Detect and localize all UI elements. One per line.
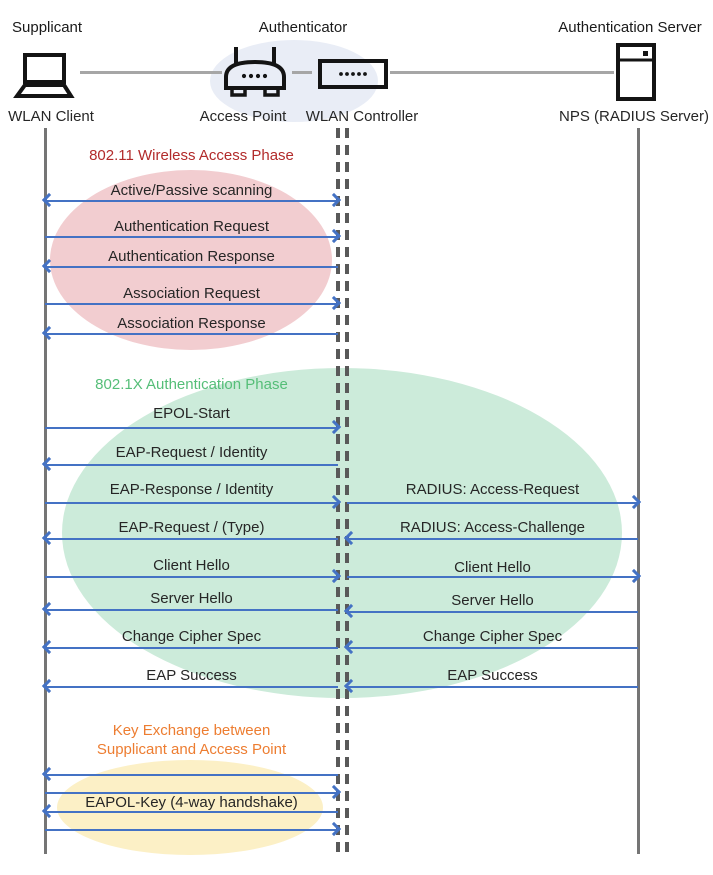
lifeline-wlan-controller-right: [345, 128, 349, 854]
connector-client-ap: [80, 71, 222, 74]
label-wlan-client: WLAN Client: [8, 108, 94, 125]
access-point-icon: [222, 44, 288, 111]
message-arrow-right: [45, 303, 338, 305]
message-arrow-right: [45, 502, 338, 504]
message-label: EPOL-Start: [153, 405, 230, 422]
label-access-point: Access Point: [199, 108, 287, 125]
message-arrow-right: [45, 236, 338, 238]
message-label: EAP Success: [447, 667, 538, 684]
message-arrow-left: [45, 686, 338, 688]
message-arrow-right: [347, 576, 638, 578]
label-nps-radius-server: NPS (RADIUS Server): [558, 108, 710, 125]
message-arrow-left: [347, 647, 638, 649]
message-arrow-right: [45, 427, 338, 429]
message-arrow-left: [45, 647, 338, 649]
message-arrow-left: [347, 686, 638, 688]
message-label: RADIUS: Access-Request: [405, 481, 580, 498]
key-exchange-arrow-left: [45, 811, 338, 813]
phase2-title: 802.1X Authentication Phase: [95, 376, 288, 393]
message-label: Server Hello: [150, 590, 233, 607]
message-arrow-right: [347, 502, 638, 504]
message-arrow-both: [45, 200, 338, 202]
key-exchange-arrow-right: [45, 792, 338, 794]
message-label: Client Hello: [153, 557, 230, 574]
message-label: Client Hello: [454, 559, 531, 576]
lifeline-wlan-client: [44, 128, 47, 854]
message-label: Server Hello: [451, 592, 534, 609]
role-authenticator: Authenticator: [258, 19, 348, 36]
phase2-ellipse: [62, 368, 622, 698]
message-arrow-left: [45, 464, 338, 466]
key-exchange-arrow-left: [45, 774, 338, 776]
role-supplicant: Supplicant: [12, 19, 83, 36]
lifeline-wlan-controller-left: [336, 128, 340, 854]
message-label: Change Cipher Spec: [422, 628, 563, 645]
message-label: Change Cipher Spec: [121, 628, 262, 645]
label-wlan-controller: WLAN Controller: [305, 108, 419, 125]
message-label: EAP-Request / Identity: [115, 444, 268, 461]
lifeline-nps-server: [637, 128, 640, 854]
connector-ap-controller: [292, 71, 312, 74]
phase1-title: 802.11 Wireless Access Phase: [89, 147, 294, 164]
connector-controller-server: [390, 71, 614, 74]
message-label: EAP Success: [146, 667, 237, 684]
message-label: Active/Passive scanning: [110, 182, 273, 199]
message-label: RADIUS: Access-Challenge: [399, 519, 586, 536]
message-label: Association Response: [117, 315, 266, 332]
key-exchange-label: EAPOL-Key (4-way handshake): [85, 794, 298, 811]
message-arrow-left: [45, 538, 338, 540]
message-label: Association Request: [123, 285, 260, 302]
wlan-controller-icon: [318, 59, 388, 94]
laptop-icon: [10, 52, 78, 105]
message-label: Authentication Request: [113, 218, 270, 235]
role-authentication-server: Authentication Server: [558, 19, 702, 36]
message-arrow-left: [45, 609, 338, 611]
phase3-title-line1: Key Exchange between: [112, 722, 271, 739]
message-arrow-right: [45, 576, 338, 578]
message-arrow-left: [45, 333, 338, 335]
message-label: EAP-Response / Identity: [109, 481, 274, 498]
message-label: EAP-Request / (Type): [118, 519, 265, 536]
server-icon: [616, 43, 656, 106]
key-exchange-arrow-right: [45, 829, 338, 831]
message-label: Authentication Response: [108, 248, 275, 265]
message-arrow-left: [347, 611, 638, 613]
message-arrow-left: [45, 266, 338, 268]
phase3-title-line2: Supplicant and Access Point: [96, 741, 287, 758]
message-arrow-left: [347, 538, 638, 540]
